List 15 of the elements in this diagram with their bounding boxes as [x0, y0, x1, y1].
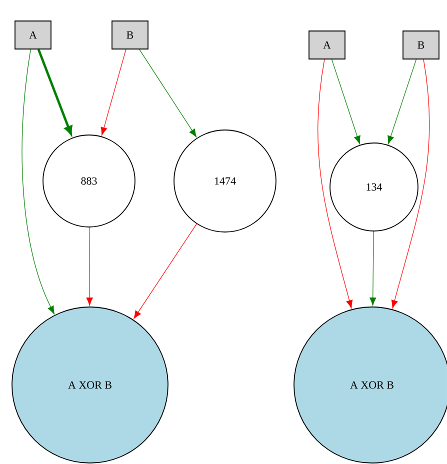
arrow — [37, 49, 72, 135]
arrow — [370, 231, 376, 306]
input-box: A — [14, 20, 52, 50]
arrow — [331, 59, 360, 144]
arrow — [139, 49, 197, 138]
arrow — [100, 49, 126, 136]
arrow — [134, 224, 197, 319]
arrow — [22, 49, 54, 314]
arrow — [318, 59, 353, 308]
arrow — [388, 59, 416, 144]
input-box: A — [308, 30, 346, 60]
input-box: B — [112, 20, 148, 50]
arrow — [86, 227, 93, 306]
arrow — [391, 59, 430, 308]
input-box: B — [402, 30, 440, 60]
